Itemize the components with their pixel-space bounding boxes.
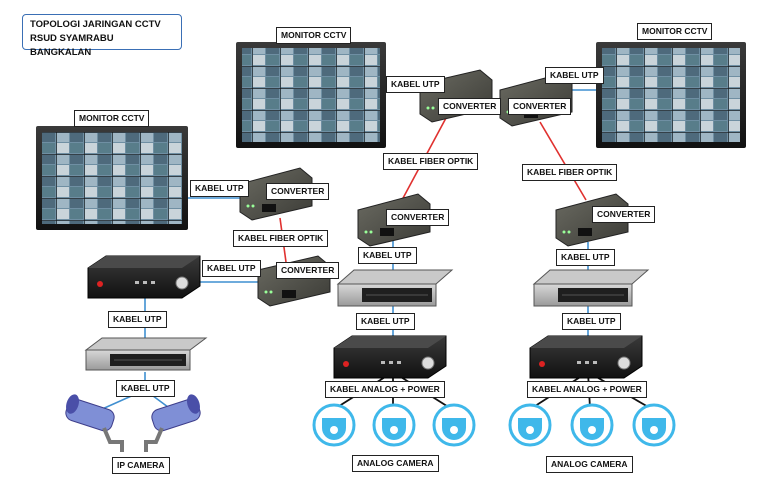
label-utp-switch-dvr-center: KABEL UTP (356, 313, 415, 330)
label-converter-left-bottom: CONVERTER (276, 262, 340, 279)
label-converter-right-top: CONVERTER (508, 98, 572, 115)
analog-cameras-right (508, 403, 676, 447)
label-fiber-center: KABEL FIBER OPTIK (383, 153, 479, 170)
dome-camera-icon (570, 403, 614, 447)
label-utp-conv-switch-center: KABEL UTP (358, 247, 417, 264)
dome-camera-icon (632, 403, 676, 447)
ip-camera-left (65, 394, 124, 452)
label-monitor-right: MONITOR CCTV (637, 23, 713, 40)
label-analog-camera-center: ANALOG CAMERA (352, 455, 439, 472)
label-utp-left-monitor: KABEL UTP (190, 180, 249, 197)
label-converter-left-top: CONVERTER (266, 183, 330, 200)
label-converter-right-bottom: CONVERTER (592, 206, 656, 223)
dome-camera-icon (432, 403, 476, 447)
ip-camera-right (144, 394, 201, 452)
switch-left (84, 337, 208, 371)
label-ip-camera: IP CAMERA (112, 457, 170, 474)
monitor-center (236, 42, 386, 148)
nvr-left (87, 255, 201, 299)
dome-camera-icon (312, 403, 356, 447)
label-utp-conv-switch-right: KABEL UTP (556, 249, 615, 266)
dome-camera-icon (508, 403, 552, 447)
label-utp-nvr-switch-left: KABEL UTP (108, 311, 167, 328)
label-fiber-right: KABEL FIBER OPTIK (522, 164, 618, 181)
switch-center (336, 269, 454, 307)
monitor-right (596, 42, 746, 148)
label-converter-center-bottom: CONVERTER (386, 209, 450, 226)
label-analog-power-center: KABEL ANALOG + POWER (325, 381, 445, 398)
label-utp-switch-dvr-right: KABEL UTP (562, 313, 621, 330)
analog-cameras-center (312, 403, 476, 447)
dvr-center (333, 335, 447, 379)
label-analog-camera-right: ANALOG CAMERA (546, 456, 633, 473)
label-utp-right-monitor: KABEL UTP (545, 67, 604, 84)
dome-camera-icon (372, 403, 416, 447)
label-monitor-left: MONITOR CCTV (74, 110, 150, 127)
label-monitor-center: MONITOR CCTV (276, 27, 352, 44)
monitor-left (36, 126, 188, 230)
title-line-1: TOPOLOGI JARINGAN CCTV (30, 19, 161, 30)
label-converter-center-top: CONVERTER (438, 98, 502, 115)
fiber-cable (539, 121, 587, 201)
title-line-2: RSUD SYAMRABU BANGKALAN (30, 33, 114, 58)
diagram-title: TOPOLOGI JARINGAN CCTV RSUD SYAMRABU BAN… (22, 14, 182, 58)
dvr-right (529, 335, 643, 379)
label-utp-switch-cam-left: KABEL UTP (116, 380, 175, 397)
switch-right (532, 269, 650, 307)
label-analog-power-right: KABEL ANALOG + POWER (527, 381, 647, 398)
label-utp-nvr-left: KABEL UTP (202, 260, 261, 277)
label-utp-center-monitor: KABEL UTP (386, 76, 445, 93)
label-fiber-left: KABEL FIBER OPTIK (233, 230, 329, 247)
